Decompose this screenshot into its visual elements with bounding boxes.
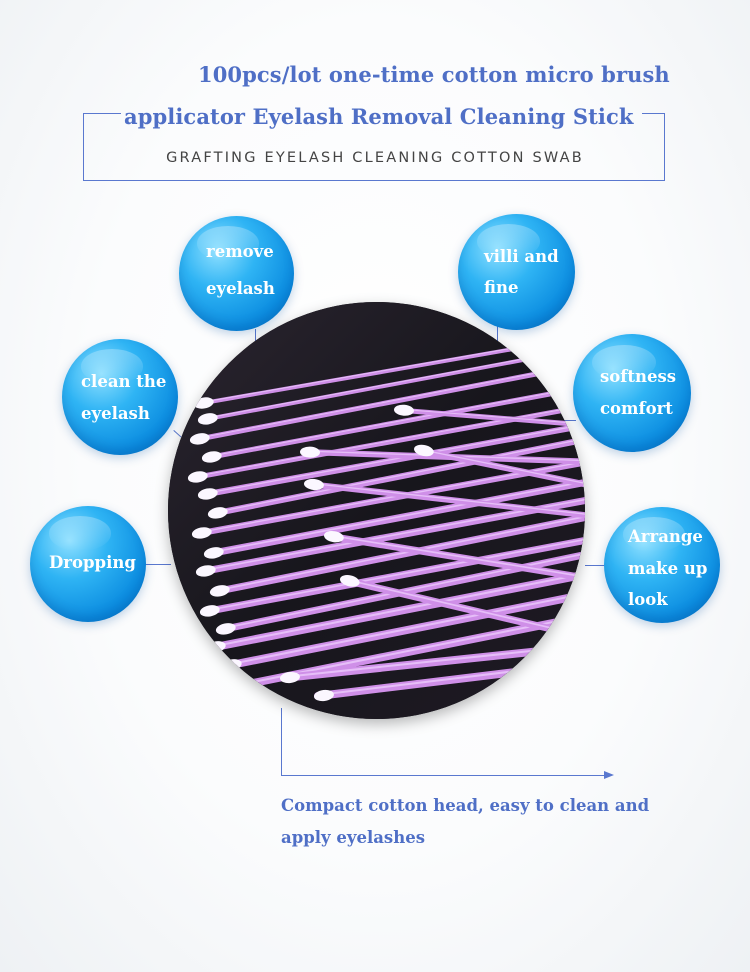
cotton-tip (215, 623, 236, 635)
title-frame-top-left (83, 113, 121, 114)
connector-softness-comfort (563, 420, 576, 421)
caption-line1: Compact cotton head, easy to clean and (281, 796, 650, 815)
applicator-stick-highlight (201, 423, 585, 495)
feature-dropping: Dropping (30, 506, 146, 622)
applicator-stick-highlight (203, 538, 585, 612)
connector-arrange-makeup (585, 565, 605, 566)
cotton-tip (339, 575, 360, 587)
cotton-tip (197, 413, 218, 425)
cotton-tip (313, 689, 334, 702)
connector-villi-fine (497, 323, 498, 350)
applicator-stick-highlight (327, 534, 585, 578)
feature-remove-eyelash: remove eyelash (179, 216, 294, 331)
title-line-1: 100pcs/lot one-time cotton micro brush (198, 62, 670, 87)
cotton-tip (323, 530, 344, 543)
feature-arrange-makeup: Arrange make up look (604, 507, 720, 623)
cotton-tip (209, 585, 230, 597)
cotton-tip (303, 478, 324, 491)
applicator-stick-highlight (209, 572, 585, 648)
cotton-tip (193, 397, 214, 409)
applicator-stick-highlight (213, 515, 585, 592)
caption: Compact cotton head, easy to clean and a… (281, 790, 650, 854)
feature-softness-comfort-line1: softness (600, 367, 677, 386)
applicator-stick-highlight (211, 438, 584, 514)
subtitle: GRAFTING EYELASH CLEANING COTTON SWAB (166, 150, 584, 166)
feature-villi-fine-line1: villi and (484, 247, 559, 266)
feature-softness-comfort-line2: comfort (600, 399, 673, 418)
cotton-tip (191, 527, 212, 539)
applicator-stick (210, 514, 585, 596)
cotton-tip (207, 507, 228, 519)
applicator-stick (209, 437, 585, 517)
cotton-tip (394, 404, 414, 416)
caption-line2: apply eyelashes (281, 828, 425, 847)
cotton-tip (189, 433, 210, 445)
cotton-tip (197, 488, 218, 500)
applicator-stick (200, 536, 585, 616)
cotton-tip (199, 605, 220, 617)
applicator-stick-highlight (225, 592, 585, 666)
applicator-stick (415, 447, 585, 488)
applicator-stick (196, 496, 585, 576)
feature-clean-eyelash-line1: clean the (81, 372, 167, 391)
cotton-tip (203, 547, 224, 559)
cotton-tip (195, 565, 216, 577)
applicator-stick-highlight (193, 363, 585, 440)
feature-clean-eyelash-line2: eyelash (81, 404, 150, 423)
title-line-2: applicator Eyelash Removal Cleaning Stic… (124, 104, 634, 129)
applicator-stick (199, 422, 585, 498)
title-frame-top-right (642, 113, 665, 114)
cotton-tip (187, 471, 208, 483)
product-photo (168, 302, 585, 719)
cotton-tip (299, 446, 320, 458)
applicator-stick (305, 481, 585, 519)
applicator-stick-highlight (417, 448, 585, 485)
feature-arrange-makeup-line2: make up (628, 559, 708, 578)
applicator-stick-highlight (205, 385, 585, 458)
feature-remove-eyelash-line1: remove (206, 242, 274, 261)
feature-dropping-line1: Dropping (49, 553, 136, 572)
applicator-stick (204, 478, 585, 558)
connector-dropping (145, 564, 171, 565)
feature-villi-fine-line2: fine (484, 278, 519, 297)
applicator-stick (191, 362, 585, 443)
cotton-tip (233, 679, 254, 691)
applicator-stick-highlight (191, 404, 585, 478)
applicator-stick-highlight (307, 482, 585, 515)
applicator-stick (395, 407, 585, 428)
arrow-right-icon (604, 771, 614, 779)
applicator-stick (324, 532, 585, 582)
applicator-stick (189, 403, 585, 481)
feature-villi-fine: villi and fine (458, 214, 575, 330)
connector-caption-horizontal (281, 775, 606, 776)
connector-clean-eyelash (173, 430, 182, 438)
connector-caption-vertical (281, 708, 282, 776)
applicator-stick-highlight (207, 480, 585, 554)
feature-remove-eyelash-line2: eyelash (206, 279, 275, 298)
cotton-tip (279, 671, 300, 684)
micro-brush-illustration (168, 302, 585, 719)
cotton-tip (414, 444, 434, 457)
feature-arrange-makeup-line3: look (628, 590, 668, 609)
applicator-stick (203, 384, 585, 461)
feature-arrange-makeup-line1: Arrange (628, 527, 703, 546)
title-frame (83, 113, 665, 181)
feature-clean-eyelash: clean the eyelash (62, 339, 178, 455)
feature-softness-comfort: softness comfort (573, 334, 691, 452)
cotton-tip (201, 451, 222, 463)
applicator-stick-highlight (397, 408, 585, 425)
